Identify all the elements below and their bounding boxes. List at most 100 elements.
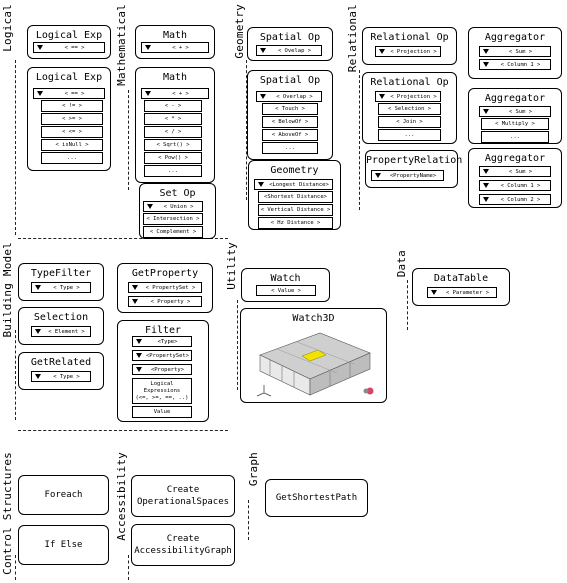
dropdown-option[interactable]: < Vertical Distance > <box>258 204 333 216</box>
spatial-op-expanded-node[interactable]: Spatial Op < Overlap > < Touch > < Below… <box>247 70 333 160</box>
divider <box>407 280 408 330</box>
type-filter-node[interactable]: TypeFilter < Type > <box>18 263 104 301</box>
chevron-down-icon <box>483 62 489 67</box>
dropdown-option[interactable]: ... <box>144 165 202 177</box>
create-accessibility-graph-node[interactable]: Create AccessibilityGraph <box>131 524 235 566</box>
operator-dropdown[interactable]: < == > <box>33 42 105 53</box>
node-title: Watch <box>270 273 301 284</box>
selection-node[interactable]: Selection < Element > <box>18 307 104 345</box>
dropdown-option[interactable]: ... <box>481 131 549 143</box>
node-title: Aggregator <box>484 93 546 104</box>
watch3d-node[interactable]: Watch3D <box>240 308 387 403</box>
property-set-dropdown[interactable]: < PropertySet > <box>128 282 202 293</box>
dropdown-option[interactable]: < AboveOf > <box>262 129 318 141</box>
aggregate-function-dropdown[interactable]: < Sum > <box>479 106 551 117</box>
value-input[interactable]: Value <box>132 406 192 418</box>
aggregator-two-columns-node[interactable]: Aggregator < Sum > < Column 1 > < Column… <box>468 148 562 208</box>
dropdown-option[interactable]: < Join > <box>378 116 441 128</box>
node-title: Geometry <box>270 165 319 176</box>
dropdown-option[interactable]: < Multiply > <box>481 118 549 130</box>
node-title: GetRelated <box>30 357 92 368</box>
create-operational-spaces-node[interactable]: Create OperationalSpaces <box>131 475 235 517</box>
dropdown-option[interactable]: < Touch > <box>262 103 318 115</box>
spatial-operator-dropdown[interactable]: < Ovelap > <box>256 45 322 56</box>
operator-dropdown[interactable]: < + > <box>141 42 209 53</box>
set-op-node[interactable]: Set Op < Union > < Intersection > < Comp… <box>139 183 216 239</box>
aggregator-node[interactable]: Aggregator < Sum > < Column 1 > <box>468 27 562 79</box>
chevron-down-icon <box>37 45 43 50</box>
dropdown-option[interactable]: < Complement > <box>143 226 203 238</box>
property-set-dropdown[interactable]: <PropertySet> <box>132 350 192 361</box>
aggregate-function-dropdown[interactable]: < Sum > <box>479 166 551 177</box>
relational-operator-dropdown[interactable]: < Projection > <box>375 46 441 57</box>
filter-node[interactable]: Filter <Type> <PropertySet> <Property> L… <box>117 320 209 422</box>
if-else-node[interactable]: If Else <box>18 525 109 565</box>
distance-dropdown[interactable]: <Longest Distance> <box>254 179 333 190</box>
chevron-down-icon <box>132 285 138 290</box>
dropdown-option[interactable]: < Sqrt() > <box>144 139 202 151</box>
operator-dropdown[interactable]: < == > <box>33 88 105 99</box>
get-shortest-path-node[interactable]: GetShortestPath <box>265 479 368 517</box>
relational-op-node[interactable]: Relational Op < Projection > <box>362 27 457 65</box>
chevron-down-icon <box>260 94 266 99</box>
dropdown-option[interactable]: < <= > <box>41 126 103 138</box>
column-dropdown[interactable]: < Column 1 > <box>479 59 551 70</box>
logical-expressions-input[interactable]: Logical Expressions (<=, >=, ==, ..) <box>132 378 192 404</box>
watch-node[interactable]: Watch < Value > <box>241 268 330 302</box>
spatial-op-node[interactable]: Spatial Op < Ovelap > <box>247 27 333 61</box>
divider <box>18 430 228 431</box>
3d-model-preview[interactable] <box>242 323 387 401</box>
relational-operator-dropdown[interactable]: < Projection > <box>375 91 441 102</box>
dropdown-option[interactable]: < isNull > <box>41 139 103 151</box>
dropdown-option[interactable]: < != > <box>41 100 103 112</box>
column-dropdown[interactable]: < Column 1 > <box>479 180 551 191</box>
set-operator-dropdown[interactable]: < Union > <box>143 201 203 212</box>
dropdown-option[interactable]: ... <box>41 152 103 164</box>
get-property-node[interactable]: GetProperty < PropertySet > < Property > <box>117 263 213 313</box>
column-dropdown[interactable]: < Column 2 > <box>479 194 551 205</box>
parameter-dropdown[interactable]: < Parameter > <box>427 287 497 298</box>
dropdown-option[interactable]: ... <box>378 129 441 141</box>
dropdown-option[interactable]: < Selection > <box>378 103 441 115</box>
element-dropdown[interactable]: < Element > <box>31 326 91 337</box>
property-dropdown[interactable]: < Property > <box>128 296 202 307</box>
data-table-node[interactable]: DataTable < Parameter > <box>412 268 510 306</box>
property-name-dropdown[interactable]: <PropertyName> <box>371 170 444 181</box>
dropdown-option[interactable]: < >= > <box>41 113 103 125</box>
node-title: Spatial Op <box>259 75 321 86</box>
dropdown-option[interactable]: < Hz Distance > <box>258 217 333 229</box>
type-dropdown[interactable]: < Type > <box>31 282 91 293</box>
property-dropdown[interactable]: <Property> <box>132 364 192 375</box>
spatial-operator-dropdown[interactable]: < Overlap > <box>256 91 322 102</box>
dropdown-option[interactable]: ... <box>262 142 318 154</box>
dropdown-option[interactable]: < Intersection > <box>143 213 203 225</box>
chevron-down-icon <box>37 91 43 96</box>
value-output: < Value > <box>256 285 316 296</box>
dropdown-option[interactable]: < BelowOf > <box>262 116 318 128</box>
dropdown-option[interactable]: < Pow() > <box>144 152 202 164</box>
aggregate-function-dropdown[interactable]: < Sum > <box>479 46 551 57</box>
dropdown-option[interactable]: < / > <box>144 126 202 138</box>
type-dropdown[interactable]: <Type> <box>132 336 192 347</box>
node-title: GetProperty <box>131 268 199 279</box>
geometry-node[interactable]: Geometry <Longest Distance> <Shortest Di… <box>248 160 341 230</box>
relational-op-expanded-node[interactable]: Relational Op < Projection > < Selection… <box>362 72 457 144</box>
aggregator-expanded-node[interactable]: Aggregator < Sum > < Multiply > ... <box>468 88 562 144</box>
math-expanded-node[interactable]: Math < + > < - > < * > < / > < Sqrt() > … <box>135 67 215 183</box>
chevron-down-icon <box>145 45 151 50</box>
dropdown-option[interactable]: < * > <box>144 113 202 125</box>
operator-dropdown[interactable]: < + > <box>141 88 209 99</box>
dropdown-option[interactable]: <Shortest Distance> <box>258 191 333 203</box>
dropdown-option[interactable]: < - > <box>144 100 202 112</box>
get-related-node[interactable]: GetRelated < Type > <box>18 352 104 390</box>
divider <box>15 555 16 580</box>
type-dropdown[interactable]: < Type > <box>31 371 91 382</box>
math-node[interactable]: Math < + > <box>135 25 215 59</box>
foreach-node[interactable]: Foreach <box>18 475 109 515</box>
section-label-graph: Graph <box>247 452 260 487</box>
property-relation-node[interactable]: PropertyRelation <PropertyName> <box>365 150 463 188</box>
node-title: Filter <box>144 325 182 336</box>
node-title: PropertyRelation <box>366 155 463 166</box>
logical-exp-expanded-node[interactable]: Logical Exp < == > < != > < >= > < <= > … <box>27 67 111 171</box>
logical-exp-node[interactable]: Logical Exp < == > <box>27 25 111 59</box>
